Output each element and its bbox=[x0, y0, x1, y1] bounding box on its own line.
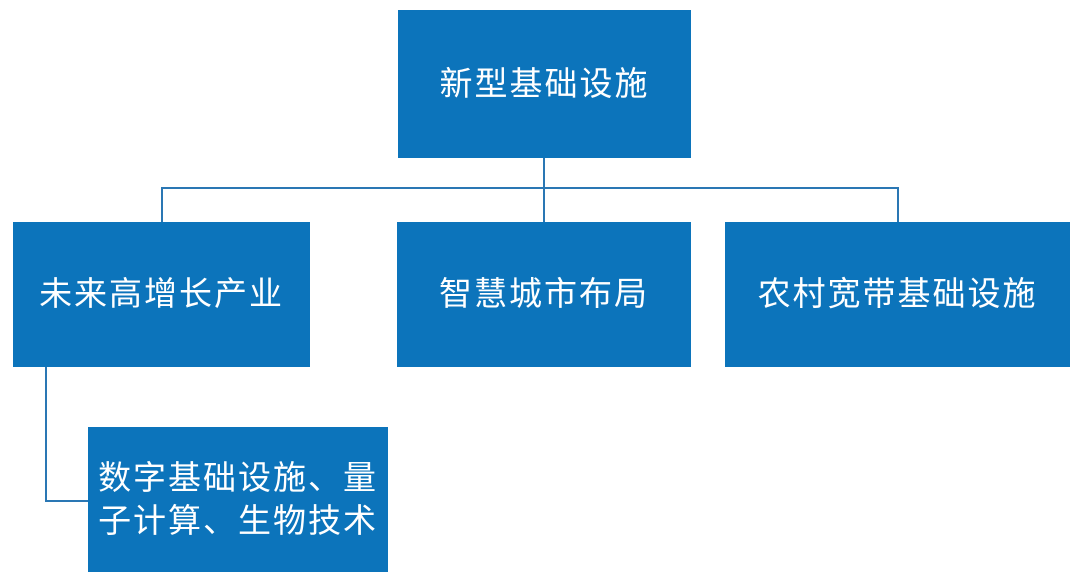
connector-root-to-middle-child bbox=[543, 158, 545, 222]
node-grandchild-digital-infra-quantum-bio[interactable]: 数字基础设施、量子计算、生物技术 bbox=[88, 427, 388, 572]
node-child-2-label: 农村宽带基础设施 bbox=[757, 274, 1038, 314]
node-child-rural-broadband-infrastructure[interactable]: 农村宽带基础设施 bbox=[725, 222, 1070, 367]
connector-horizontal-bus bbox=[161, 187, 899, 189]
node-child-1-label: 智慧城市布局 bbox=[439, 274, 649, 314]
node-root[interactable]: 新型基础设施 bbox=[398, 10, 691, 158]
node-root-label: 新型基础设施 bbox=[439, 63, 650, 103]
connector-child-0-to-grandchild-vertical bbox=[45, 367, 47, 502]
node-grandchild-0-label: 数字基础设施、量子计算、生物技术 bbox=[98, 458, 378, 540]
node-child-0-label: 未来高增长产业 bbox=[39, 274, 284, 314]
connector-bus-to-child-0 bbox=[161, 187, 163, 222]
node-child-future-growth-industry[interactable]: 未来高增长产业 bbox=[13, 222, 310, 367]
connector-child-0-to-grandchild-horizontal bbox=[45, 500, 88, 502]
connector-bus-to-child-2 bbox=[897, 187, 899, 222]
node-child-smart-city-layout[interactable]: 智慧城市布局 bbox=[397, 222, 691, 367]
